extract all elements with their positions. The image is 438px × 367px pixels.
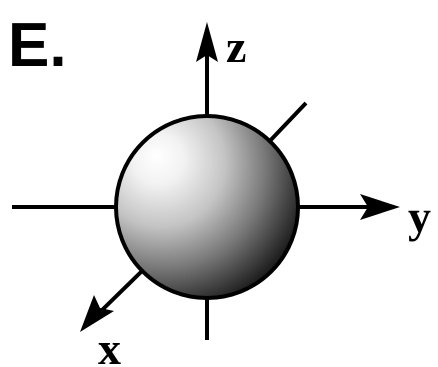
x-axis-front-line [98, 271, 142, 314]
x-axis-label: x [98, 323, 121, 367]
z-axis-label: z [226, 21, 246, 72]
y-axis-label: y [408, 191, 431, 242]
panel-label: E. [8, 11, 67, 80]
sphere [116, 116, 298, 298]
